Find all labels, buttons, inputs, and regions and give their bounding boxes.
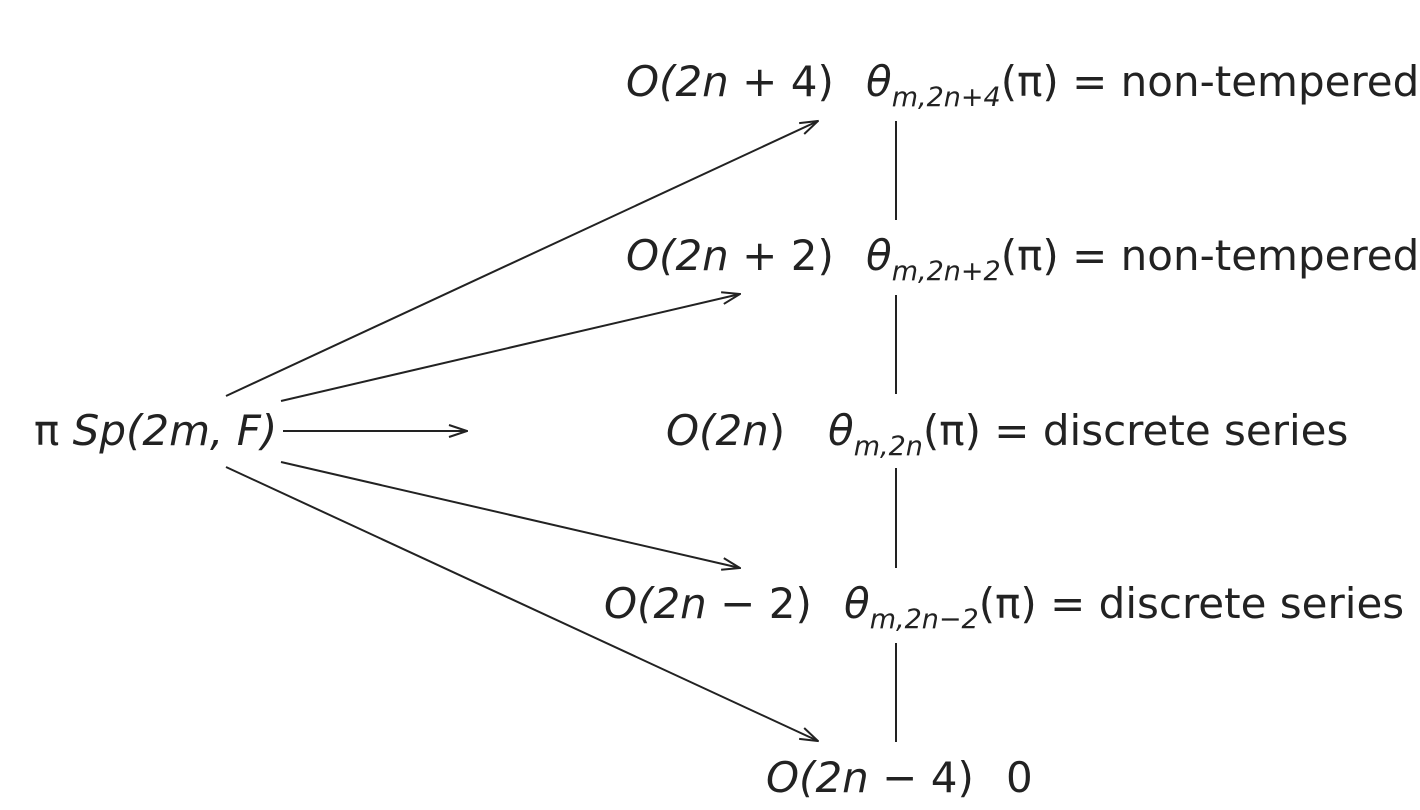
arrow-to-o2n-plus-4 xyxy=(225,121,818,397)
theta-lift-2n-plus-2: θm,2n+2(π) = non-tempered xyxy=(866,231,1420,287)
group-o2n-plus-4: O(2n + 4) xyxy=(626,57,834,106)
source-representation: π Sp(2m, F) xyxy=(34,410,277,452)
symplectic-group: Sp(2m, F) xyxy=(72,406,278,455)
group-o2n-minus-2: O(2n − 2) xyxy=(604,579,812,628)
theta-lift-2n-minus-2: θm,2n−2(π) = discrete series xyxy=(844,579,1405,635)
group-o2n-plus-2: O(2n + 2) xyxy=(626,231,834,280)
zero-lift: 0 xyxy=(1006,753,1033,802)
pi-symbol: π xyxy=(34,406,60,455)
result-label: non-tempered xyxy=(1120,231,1420,280)
arrow-to-o2n-minus-2 xyxy=(280,461,740,568)
theta-lift-2n: θm,2n(π) = discrete series xyxy=(828,406,1349,462)
theta-lift-2n-plus-4: θm,2n+4(π) = non-tempered xyxy=(866,57,1420,113)
arrow-to-o2n-minus-4 xyxy=(225,466,818,741)
arrow-to-o2n-plus-2 xyxy=(280,294,740,402)
result-label: non-tempered xyxy=(1120,57,1420,106)
group-o2n: O(2n) xyxy=(666,406,786,455)
result-label: discrete series xyxy=(1042,406,1349,455)
result-label: discrete series xyxy=(1098,579,1405,628)
group-o2n-minus-4: O(2n − 4) xyxy=(766,753,974,802)
